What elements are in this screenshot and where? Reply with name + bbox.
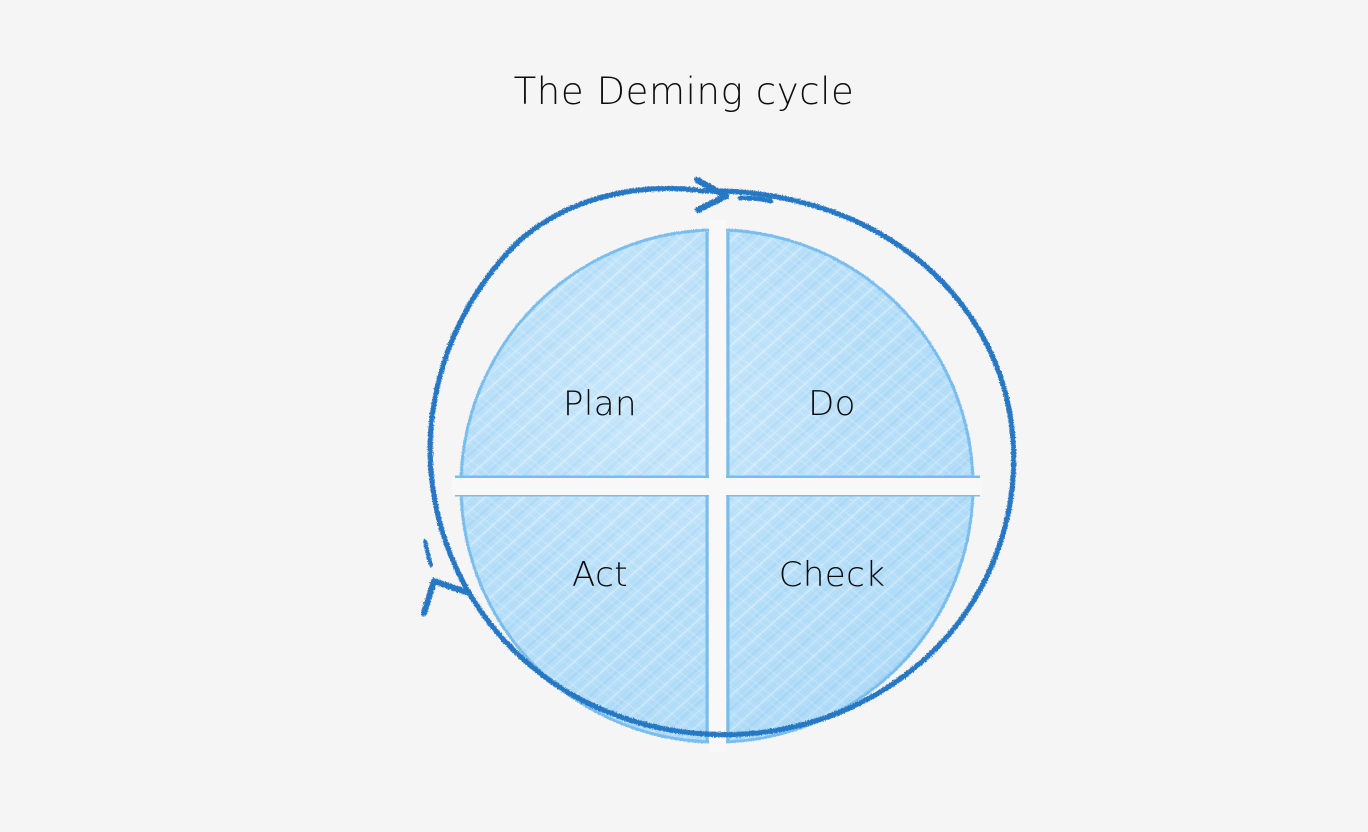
quadrant-check[interactable] — [460, 229, 980, 744]
quadrant-group — [455, 228, 980, 744]
cycle-arc-tail — [516, 185, 699, 244]
cycle-arc-stub — [737, 195, 774, 204]
cycle-arrow-ring — [420, 176, 1017, 738]
quadrant-act[interactable] — [455, 229, 974, 744]
cycle-arc-main — [427, 188, 1017, 738]
quadrant-divider — [452, 220, 982, 752]
cycle-arc-gap-mark — [422, 538, 434, 568]
page-title: The Deming cycle — [513, 70, 855, 113]
quadrant-plan[interactable] — [455, 228, 974, 743]
quadrant-do[interactable] — [460, 228, 980, 743]
arrowhead-right-icon — [693, 176, 730, 214]
arrowhead-up-icon — [420, 577, 470, 617]
